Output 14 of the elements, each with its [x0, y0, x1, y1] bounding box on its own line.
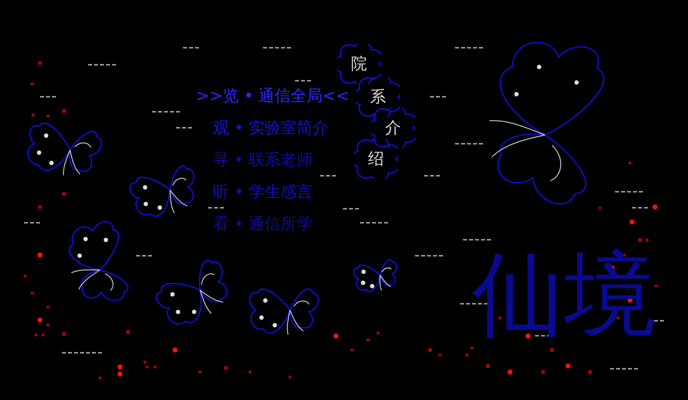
menu-item: 听 • 学生感言	[213, 183, 313, 201]
cloud-character: 院	[350, 53, 368, 75]
cloud-bubble	[354, 139, 398, 179]
menu-item: 观 • 实验室简介	[213, 119, 329, 137]
cloud-bubble	[371, 108, 415, 148]
cloud-character: 绍	[367, 148, 385, 170]
cloud-character: 介	[384, 117, 402, 139]
cloud-bubble	[356, 77, 400, 117]
menu-item: 寻 • 联系老师	[213, 151, 313, 169]
cloud-bubble	[337, 44, 381, 84]
menu-item: 看 • 通信所学	[213, 215, 313, 233]
title-text: 仙境	[472, 244, 656, 346]
cloud-character: 系	[369, 86, 387, 108]
menu-item: >>览 • 通信全局<<	[196, 87, 350, 105]
